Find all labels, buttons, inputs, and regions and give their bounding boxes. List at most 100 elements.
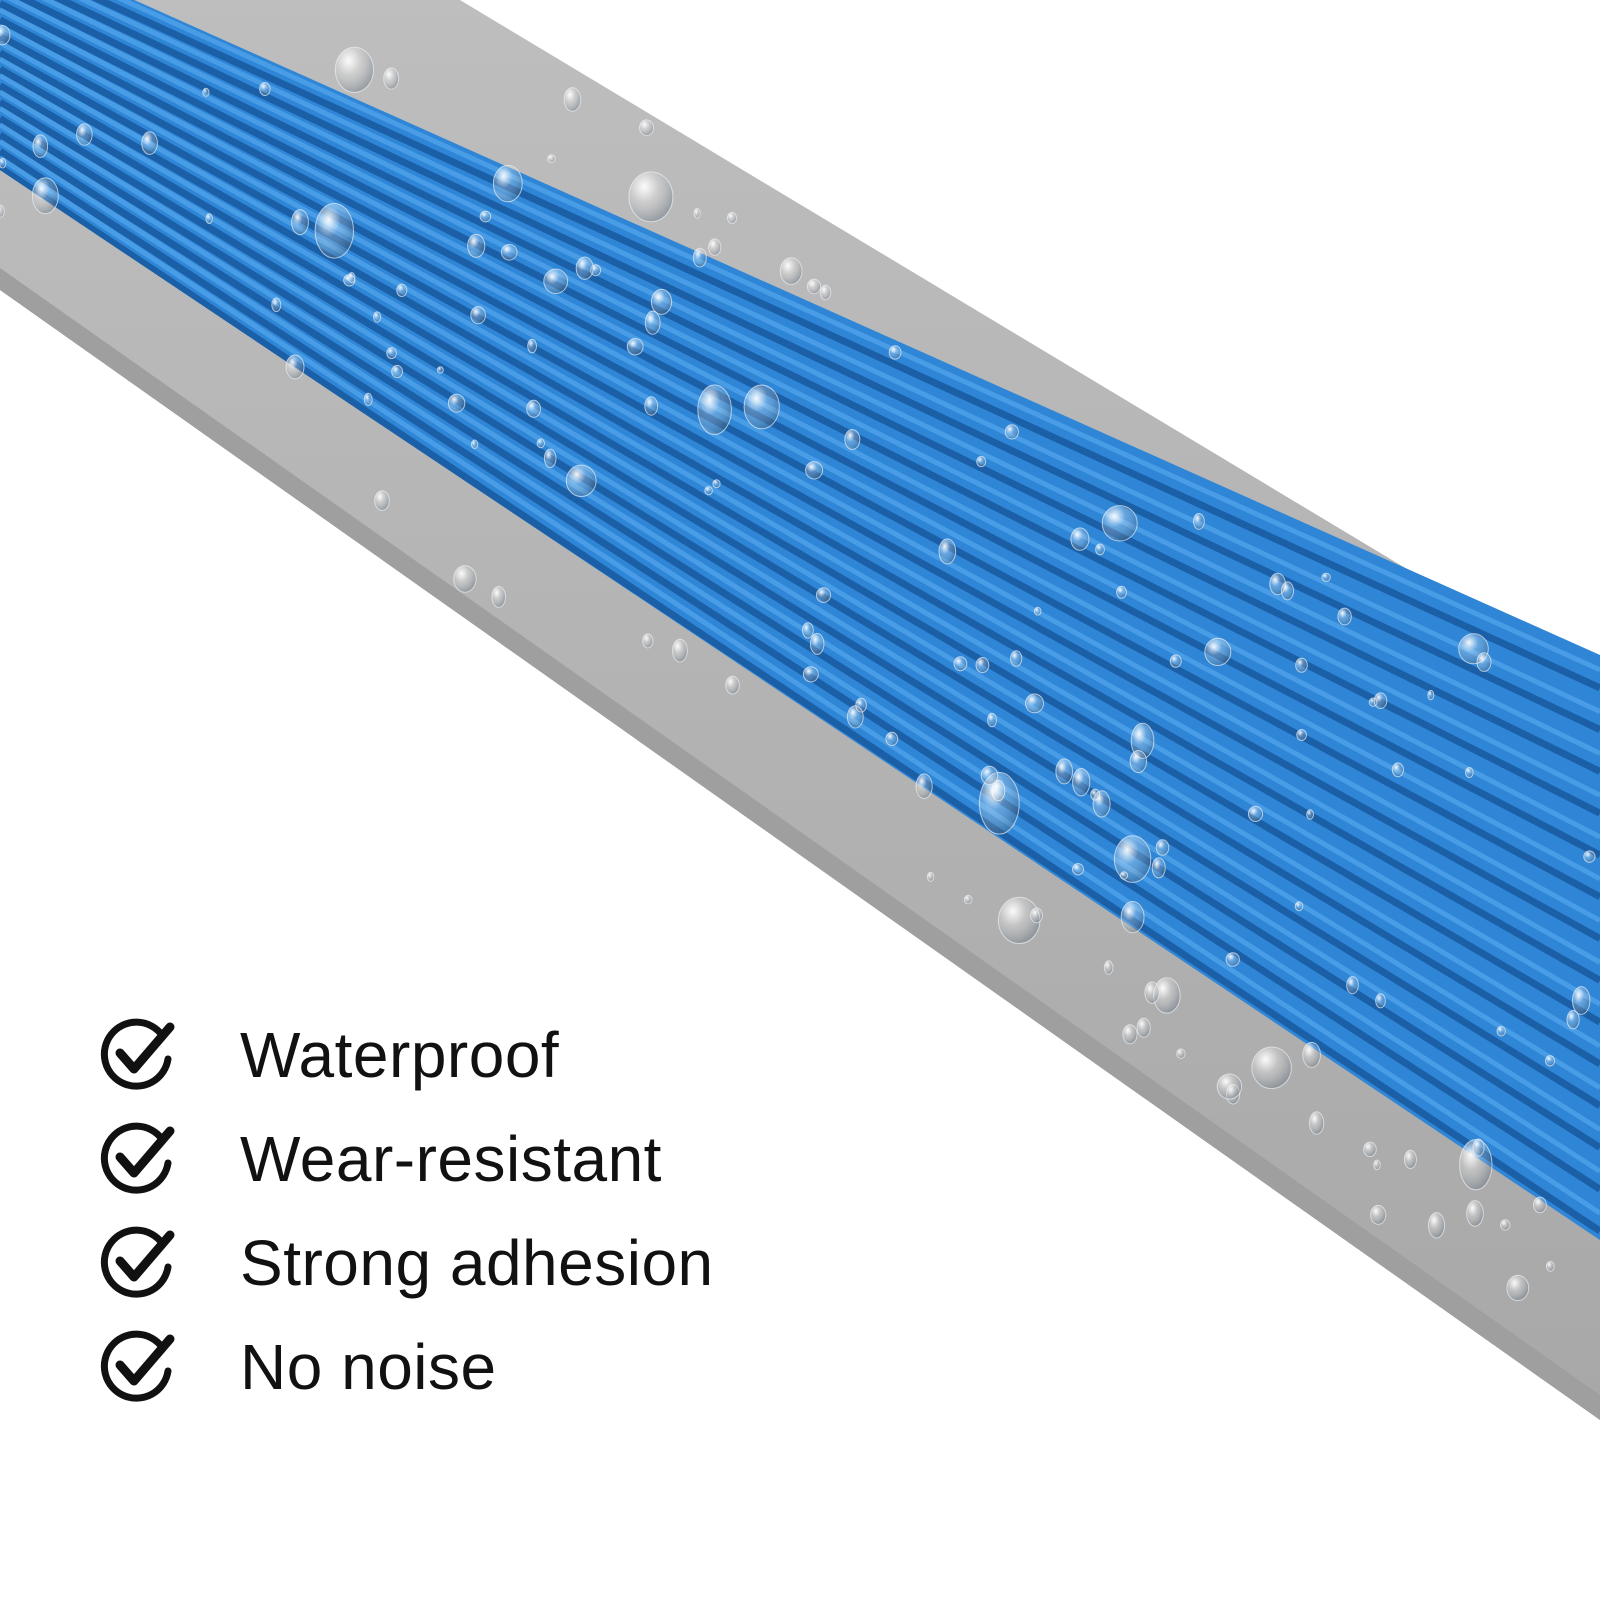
water-droplet	[693, 208, 701, 219]
insert-ridge	[0, 7, 1600, 840]
water-droplet	[1119, 871, 1129, 880]
insert-ridge	[0, 89, 1600, 1049]
water-droplet	[383, 67, 400, 90]
water-droplet	[692, 247, 707, 268]
water-droplet	[1337, 607, 1352, 626]
water-droplet	[447, 393, 466, 413]
water-droplet	[1144, 981, 1160, 1004]
water-droplet	[1472, 1138, 1485, 1157]
insert-ridges	[0, 0, 1600, 1235]
water-droplet	[363, 392, 373, 406]
water-droplet	[1545, 1261, 1555, 1272]
water-droplet	[963, 894, 973, 905]
insert-ridge	[0, 40, 1600, 923]
insert-groove	[0, 16, 1600, 859]
water-droplet	[1225, 952, 1240, 967]
water-droplet	[1465, 767, 1474, 778]
water-droplet	[743, 384, 780, 430]
water-droplet	[980, 765, 999, 785]
water-droplet	[470, 439, 479, 450]
water-droplet	[628, 171, 674, 223]
water-droplet	[1204, 637, 1232, 667]
insert-ridge	[0, 0, 1600, 673]
feature-label: Wear-resistant	[240, 1123, 662, 1195]
water-droplet	[1176, 1048, 1186, 1059]
insert-groove	[0, 0, 1600, 733]
water-droplet	[1070, 527, 1090, 551]
water-droplet	[802, 622, 814, 639]
water-droplet	[1533, 1196, 1547, 1214]
water-droplet	[1309, 1111, 1325, 1135]
water-droplet	[1302, 1041, 1321, 1068]
water-droplet	[1072, 863, 1084, 876]
water-droplet	[1544, 1055, 1556, 1067]
feature-label: Strong adhesion	[240, 1227, 714, 1299]
water-droplet	[492, 164, 523, 203]
water-droplet	[1193, 513, 1205, 530]
water-droplet	[1296, 729, 1307, 741]
water-droplet	[626, 338, 644, 356]
water-droplet	[1373, 1159, 1381, 1171]
water-droplet	[1346, 976, 1359, 995]
insert-ridge	[0, 0, 1600, 756]
water-droplet	[650, 288, 673, 315]
water-droplet	[31, 177, 59, 215]
water-droplet	[1116, 585, 1127, 599]
water-droplet	[1030, 907, 1043, 924]
water-droplet	[708, 238, 722, 256]
water-droplet	[1370, 1204, 1387, 1225]
water-droplet	[1129, 750, 1148, 773]
water-droplet	[500, 244, 518, 261]
water-droplet	[436, 366, 444, 374]
water-droplet	[725, 675, 740, 695]
feature-label: Waterproof	[240, 1019, 560, 1091]
water-droplet	[391, 364, 404, 379]
water-droplet	[373, 311, 382, 323]
water-droplet	[1092, 790, 1111, 818]
water-droplet	[1295, 657, 1308, 673]
water-droplet	[565, 464, 597, 497]
water-droplet	[575, 256, 594, 280]
water-droplet	[1113, 835, 1152, 883]
insert-groove	[0, 148, 1600, 1193]
water-droplet	[547, 154, 556, 164]
checkmark-circle-icon	[100, 1018, 175, 1090]
insert-groove	[0, 33, 1600, 900]
water-droplet	[1169, 654, 1182, 668]
water-droplet	[1155, 839, 1170, 856]
insert-groove	[0, 49, 1600, 942]
water-droplet	[470, 306, 486, 325]
water-droplet	[543, 448, 557, 468]
water-droplet	[1321, 572, 1331, 582]
feature-label: No noise	[240, 1331, 497, 1403]
water-droplet	[259, 82, 271, 96]
water-droplet	[815, 587, 832, 603]
insert-ridge	[0, 24, 1600, 882]
water-droplet	[1120, 901, 1145, 934]
insert-ridge	[0, 155, 1600, 1216]
water-droplet	[844, 429, 861, 450]
water-droplet	[938, 538, 957, 565]
water-droplet	[141, 131, 158, 155]
water-droplet	[978, 772, 1020, 835]
water-droplet	[1500, 1219, 1511, 1231]
water-droplet	[1375, 993, 1386, 1009]
water-droplet	[704, 486, 713, 496]
water-droplet	[543, 268, 569, 294]
insert-ridge	[0, 122, 1600, 1132]
water-droplet	[491, 586, 507, 608]
water-droplet	[314, 203, 354, 259]
water-droplet	[563, 87, 582, 112]
insert-groove	[0, 0, 1600, 817]
water-droplet	[1496, 1025, 1506, 1037]
water-droplet	[885, 731, 899, 747]
water-droplet	[1506, 1274, 1530, 1302]
water-droplet	[779, 257, 803, 285]
water-droplet	[1122, 1024, 1138, 1045]
water-droplet	[1428, 1212, 1445, 1239]
water-droplets	[0, 25, 1596, 1302]
water-droplet	[726, 211, 738, 224]
water-droplet	[1363, 1141, 1377, 1158]
water-droplet	[205, 213, 213, 225]
insert-ridge	[0, 106, 1600, 1090]
